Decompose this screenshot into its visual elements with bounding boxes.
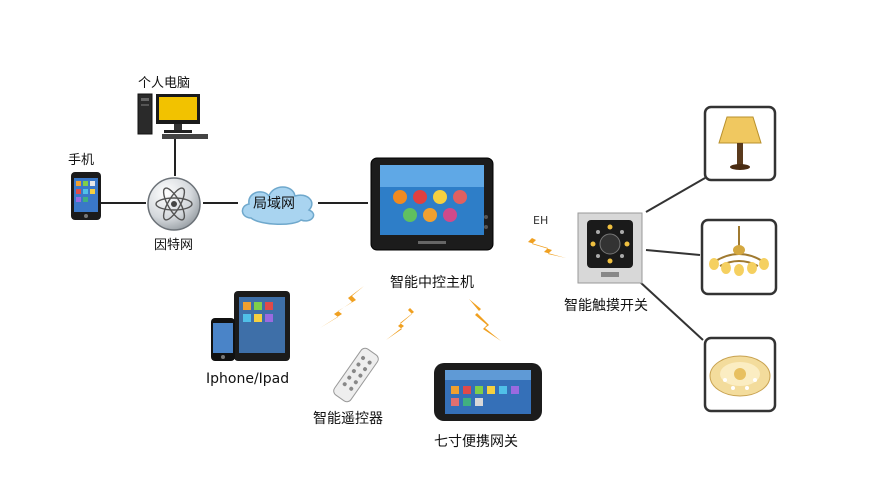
touch-switch-panel-icon [577,212,643,284]
controller-label: 智能中控主机 [390,275,474,291]
gateway-label: 七寸便携网关 [434,434,518,450]
portable-gateway-icon [434,363,542,421]
lan-node: 局域网 [237,180,319,226]
pc-node [136,92,216,140]
remote-control-icon [333,347,379,403]
chandelier-icon [700,218,778,296]
globe-atom-icon [147,177,201,231]
remote-label: 智能遥控器 [313,411,383,427]
phone-label: 手机 [68,153,95,168]
lightning-signal-icon [520,232,566,258]
lamp1-node [703,105,777,182]
remote-node [330,345,382,405]
touch-switch-node [577,212,643,284]
line-switch-lamp3 [639,281,704,341]
cloud-icon [241,186,315,225]
table-lamp-icon [703,105,777,182]
smartphone-icon [71,172,101,220]
iphone-ipad-icon [211,291,290,361]
pc-label: 个人电脑 [138,76,191,91]
line-switch-lamp1 [645,177,706,213]
line-switch-lamp2 [645,249,701,256]
lightning-signal-icon [386,298,420,340]
iphone-ipad-label: Iphone/Ipad [206,371,290,387]
iphone-ipad-node [210,290,292,362]
tablet-control-panel-icon [370,157,494,251]
phone-node [70,171,102,221]
touch-switch-label: 智能触摸开关 [564,298,648,314]
lightning-signal-icon [469,299,501,341]
lan-label: 局域网 [253,196,295,212]
eh-label: EH [533,214,549,227]
lightning-signal-icon [320,286,364,328]
lamp2-node [700,218,778,296]
ceiling-light-icon [703,336,777,413]
internet-label: 因特网 [154,238,194,253]
controller-node [370,157,494,251]
desktop-computer-icon [137,93,208,139]
gateway-node [433,362,543,422]
lamp3-node [703,336,777,413]
internet-node [146,176,202,232]
